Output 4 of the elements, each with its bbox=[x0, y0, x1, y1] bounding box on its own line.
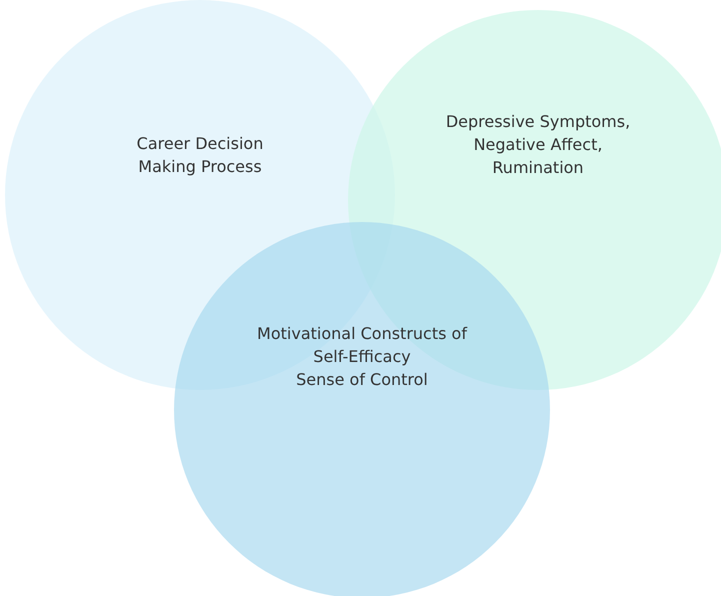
circle-label: Depressive Symptoms, Negative Affect, Rumination bbox=[444, 111, 632, 179]
circle-label: Career Decision Making Process bbox=[136, 133, 264, 178]
circle-label: Sense of Control bbox=[296, 369, 428, 391]
circle-label: Motivational Constructs of Self-Efficacy bbox=[256, 323, 468, 368]
